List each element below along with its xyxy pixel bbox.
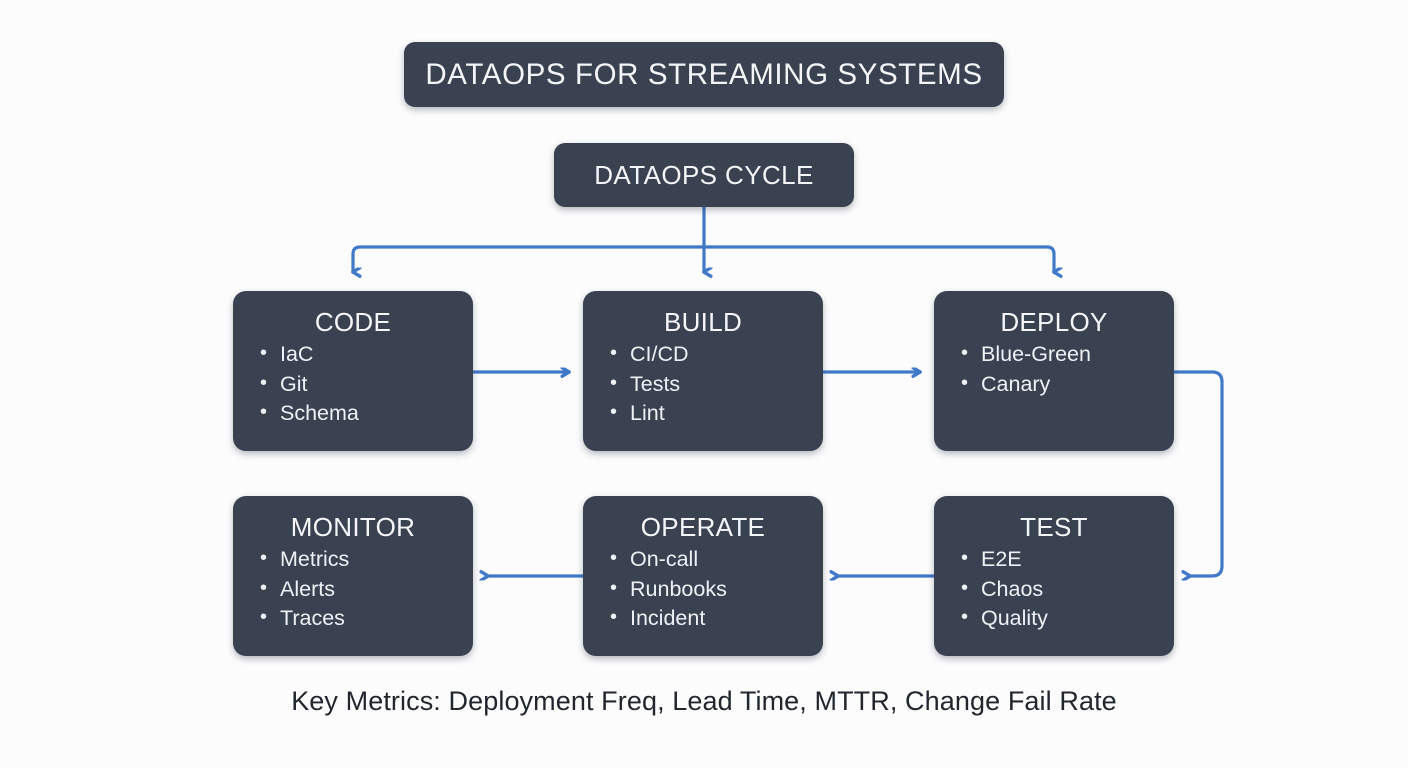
- connector-hub-to-deploy: [702, 245, 1054, 272]
- list-item: Metrics: [259, 544, 473, 575]
- stage-item-list-build: CI/CD Tests Lint: [583, 339, 823, 429]
- stage-title-monitor: MONITOR: [290, 512, 416, 542]
- list-item: Runbooks: [609, 574, 823, 605]
- list-item: Traces: [259, 603, 473, 634]
- list-item: Tests: [609, 369, 823, 400]
- stage-item-list-test: E2E Chaos Quality: [934, 544, 1174, 634]
- list-item: Incident: [609, 603, 823, 634]
- stage-box-operate[interactable]: OPERATE On-call Runbooks Incident: [583, 496, 823, 656]
- stage-title-deploy: DEPLOY: [1000, 307, 1108, 337]
- list-item: Quality: [960, 603, 1174, 634]
- stage-box-code[interactable]: CODE IaC Git Schema: [233, 291, 473, 451]
- stage-title-code: CODE: [314, 307, 392, 337]
- stage-title-build: BUILD: [663, 307, 743, 337]
- stage-title-test: TEST: [1020, 512, 1088, 542]
- list-item: Git: [259, 369, 473, 400]
- stage-item-list-deploy: Blue-Green Canary: [934, 339, 1174, 400]
- stage-box-deploy[interactable]: DEPLOY Blue-Green Canary: [934, 291, 1174, 451]
- diagram-title-banner: DATAOPS FOR STREAMING SYSTEMS: [404, 42, 1004, 107]
- list-item: Blue-Green: [960, 339, 1174, 370]
- list-item: Canary: [960, 369, 1174, 400]
- hub-node-dataops-cycle[interactable]: DATAOPS CYCLE: [554, 143, 854, 207]
- hub-node-label: DATAOPS CYCLE: [594, 159, 814, 190]
- list-item: IaC: [259, 339, 473, 370]
- page-title: DATAOPS FOR STREAMING SYSTEMS: [425, 57, 983, 91]
- list-item: Alerts: [259, 574, 473, 605]
- stage-box-monitor[interactable]: MONITOR Metrics Alerts Traces: [233, 496, 473, 656]
- list-item: CI/CD: [609, 339, 823, 370]
- connector-deploy-to-test: [1173, 370, 1224, 576]
- stage-item-list-operate: On-call Runbooks Incident: [583, 544, 823, 634]
- stage-title-operate: OPERATE: [640, 512, 766, 542]
- key-metrics-caption: Key Metrics: Deployment Freq, Lead Time,…: [291, 686, 1117, 716]
- list-item: Chaos: [960, 574, 1174, 605]
- list-item: Lint: [609, 398, 823, 429]
- list-item: On-call: [609, 544, 823, 575]
- stage-box-test[interactable]: TEST E2E Chaos Quality: [934, 496, 1174, 656]
- list-item: Schema: [259, 398, 473, 429]
- stage-item-list-code: IaC Git Schema: [233, 339, 473, 429]
- list-item: E2E: [960, 544, 1174, 575]
- stage-item-list-monitor: Metrics Alerts Traces: [233, 544, 473, 634]
- stage-box-build[interactable]: BUILD CI/CD Tests Lint: [583, 291, 823, 451]
- connector-hub-to-code: [353, 245, 706, 272]
